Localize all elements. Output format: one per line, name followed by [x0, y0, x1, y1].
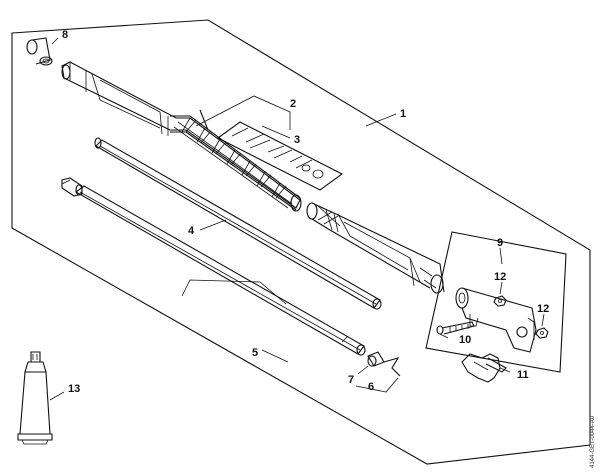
leader-8 [51, 37, 59, 45]
callout-12-upper: 12 [494, 271, 506, 283]
leader-12-right [541, 313, 545, 327]
callout-9: 9 [497, 237, 503, 249]
callout-2: 2 [290, 98, 296, 110]
leader-5 [261, 349, 289, 363]
part-9-frame-outline [425, 231, 567, 373]
part-12-nut-right [535, 327, 549, 339]
part-4-inner-shaft [94, 137, 382, 310]
callout-8: 8 [62, 29, 68, 41]
callout-4: 4 [188, 225, 195, 237]
callout-5: 5 [252, 347, 258, 359]
part-13-grease-tube [17, 351, 53, 445]
leader-4 [199, 219, 227, 231]
leader-9 [499, 247, 503, 265]
grip-knurl [173, 117, 293, 209]
part-10-screw [436, 321, 475, 335]
document-reference: 4144-GET-0044-A0 [590, 415, 596, 468]
callout-6: 6 [368, 381, 374, 393]
leader-6-bracket [355, 377, 399, 393]
callout-10: 10 [459, 334, 471, 346]
callout-3: 3 [294, 134, 300, 146]
leader-10 [439, 333, 449, 339]
part-2-3-decal-label [199, 109, 344, 191]
leader-12-upper [499, 281, 503, 295]
leader-1 [365, 113, 397, 127]
leader-3 [261, 125, 291, 139]
part-9-clamp [455, 287, 537, 353]
leader-7 [357, 365, 369, 375]
part-12-nut-upper [493, 295, 507, 307]
part-5-drive-rod [61, 177, 366, 356]
callout-11: 11 [517, 369, 529, 381]
callout-12-right: 12 [537, 303, 549, 315]
part-7-bushing [367, 351, 385, 367]
leader-11 [499, 367, 511, 373]
callout-1: 1 [400, 108, 406, 120]
part-6-retaining-clip [383, 357, 401, 377]
part-1-drive-tube [61, 61, 445, 294]
leader-13 [49, 391, 65, 401]
callout-13: 13 [68, 383, 80, 395]
leader-2-3-bracket [195, 95, 291, 130]
main-frame-outline [11, 19, 591, 465]
leader-5-bracket [181, 279, 287, 305]
callout-7: 7 [348, 374, 354, 386]
part-8-end-cap [26, 37, 53, 66]
grip-knurl-lower [317, 205, 341, 233]
